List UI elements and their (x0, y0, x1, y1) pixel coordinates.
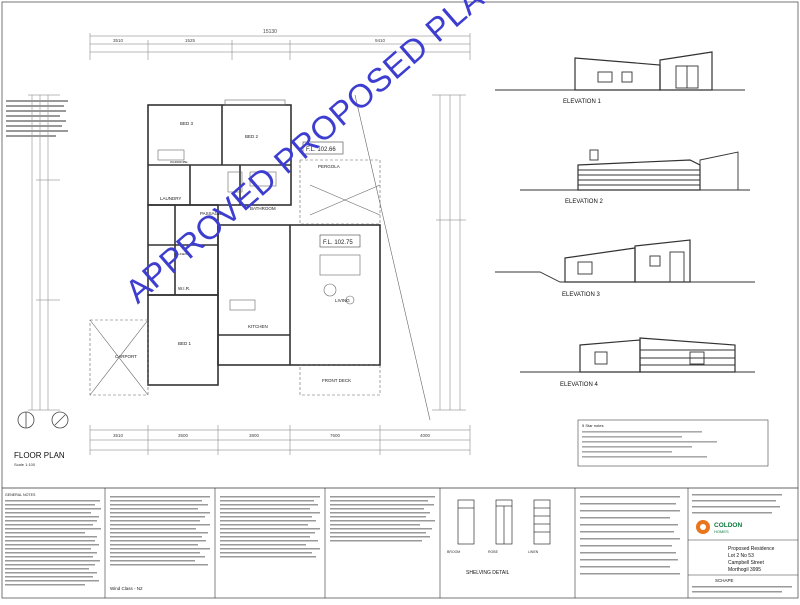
right-dimension-lines (432, 94, 466, 411)
project-town: Morthogil 3995 (728, 567, 761, 573)
floor-plan-scale: Scale 1:100 (14, 462, 36, 467)
shelving-label-linen: LINEN (528, 550, 539, 554)
notes-box (577, 419, 769, 467)
room-passage: PASSAGE (200, 211, 221, 216)
general-notes-heading: GENERAL NOTES (5, 493, 36, 497)
elevation-3-title: ELEVATION 3 (562, 292, 600, 298)
floor-level-box-1 (302, 141, 344, 155)
interior-details (89, 94, 431, 421)
notes-lines (582, 431, 717, 458)
bottom-dimension-4: 7600 (330, 433, 341, 438)
client-name: SCHAPE (715, 578, 734, 583)
elevation-1-title: ELEVATION 1 (563, 99, 601, 105)
room-front-deck: FRONT DECK (322, 378, 351, 383)
shelving-detail-drawing (457, 499, 551, 545)
elevation-1-drawing (495, 51, 745, 91)
project-name: Proposed Residence (728, 546, 775, 552)
room-bed3: BED 3 (180, 121, 194, 126)
company-name: COLDON (714, 522, 742, 529)
room-laundry: LAUNDRY (160, 196, 181, 201)
shelving-detail-title: SHELVING DETAIL (466, 570, 510, 576)
project-street: Campbell Street (728, 560, 764, 566)
top-dimension-1: 3510 (113, 38, 124, 43)
bottom-dimension-2: 3500 (178, 433, 189, 438)
bottom-dimension-1: 3510 (113, 433, 124, 438)
room-wardrobe: WARDROBE (170, 160, 188, 164)
company-sub: HOMES (714, 529, 729, 534)
floor-level-box-2 (319, 234, 361, 248)
elevation-4-drawing (520, 337, 755, 373)
room-carport: CARPORT (115, 354, 137, 359)
floor-level-1: F.L. 102.66 (306, 147, 336, 153)
title-block-footer (692, 586, 792, 593)
floor-plan-title: FLOOR PLAN (14, 451, 65, 460)
top-dimension-3: 9410 (375, 38, 386, 43)
elevation-3-drawing (495, 239, 755, 283)
top-dimension-2: 1525 (185, 38, 196, 43)
north-point-icon (17, 411, 69, 429)
elevation-2-title: ELEVATION 2 (565, 199, 603, 205)
shelving-label-robe: ROBE (488, 550, 499, 554)
room-bed2: BED 2 (245, 134, 259, 139)
shelving-label-broom: BROOM (447, 550, 460, 554)
room-bathroom: BATHROOM (250, 206, 276, 211)
legend-rows (580, 496, 680, 575)
top-dimension-lines (89, 33, 471, 60)
room-pergola: PERGOLA (318, 164, 340, 169)
room-labels: BED 3 BED 2 BATHROOM LAUNDRY PASSAGE W.I… (115, 121, 351, 383)
left-dimension-lines (28, 94, 60, 411)
bottom-dimension-lines (89, 425, 471, 455)
company-logo-inner (700, 524, 706, 530)
bottom-strip-columns (104, 488, 689, 598)
room-kitchen: KITCHEN (248, 324, 268, 329)
bottom-dimension-5: 4000 (420, 433, 431, 438)
wind-class: Wind Class - N2 (110, 586, 143, 591)
floor-level-2: F.L. 102.75 (323, 240, 353, 246)
project-lot: Lot 2 No 53 (728, 553, 754, 559)
room-wir: W.I.R. (178, 286, 190, 291)
elevation-4-title: ELEVATION 4 (560, 382, 598, 388)
room-living: LIVING (335, 298, 350, 303)
room-linen: LINEN (178, 252, 187, 256)
notes-title: 5 Star notes (582, 423, 604, 428)
room-bed1: BED 1 (178, 341, 192, 346)
left-notes (6, 100, 68, 137)
title-block-rows (692, 494, 782, 514)
elevation-2-drawing (520, 149, 750, 191)
overall-dimension: 15130 (263, 29, 277, 35)
bottom-dimension-3: 3800 (249, 433, 260, 438)
general-notes-text (5, 496, 435, 586)
